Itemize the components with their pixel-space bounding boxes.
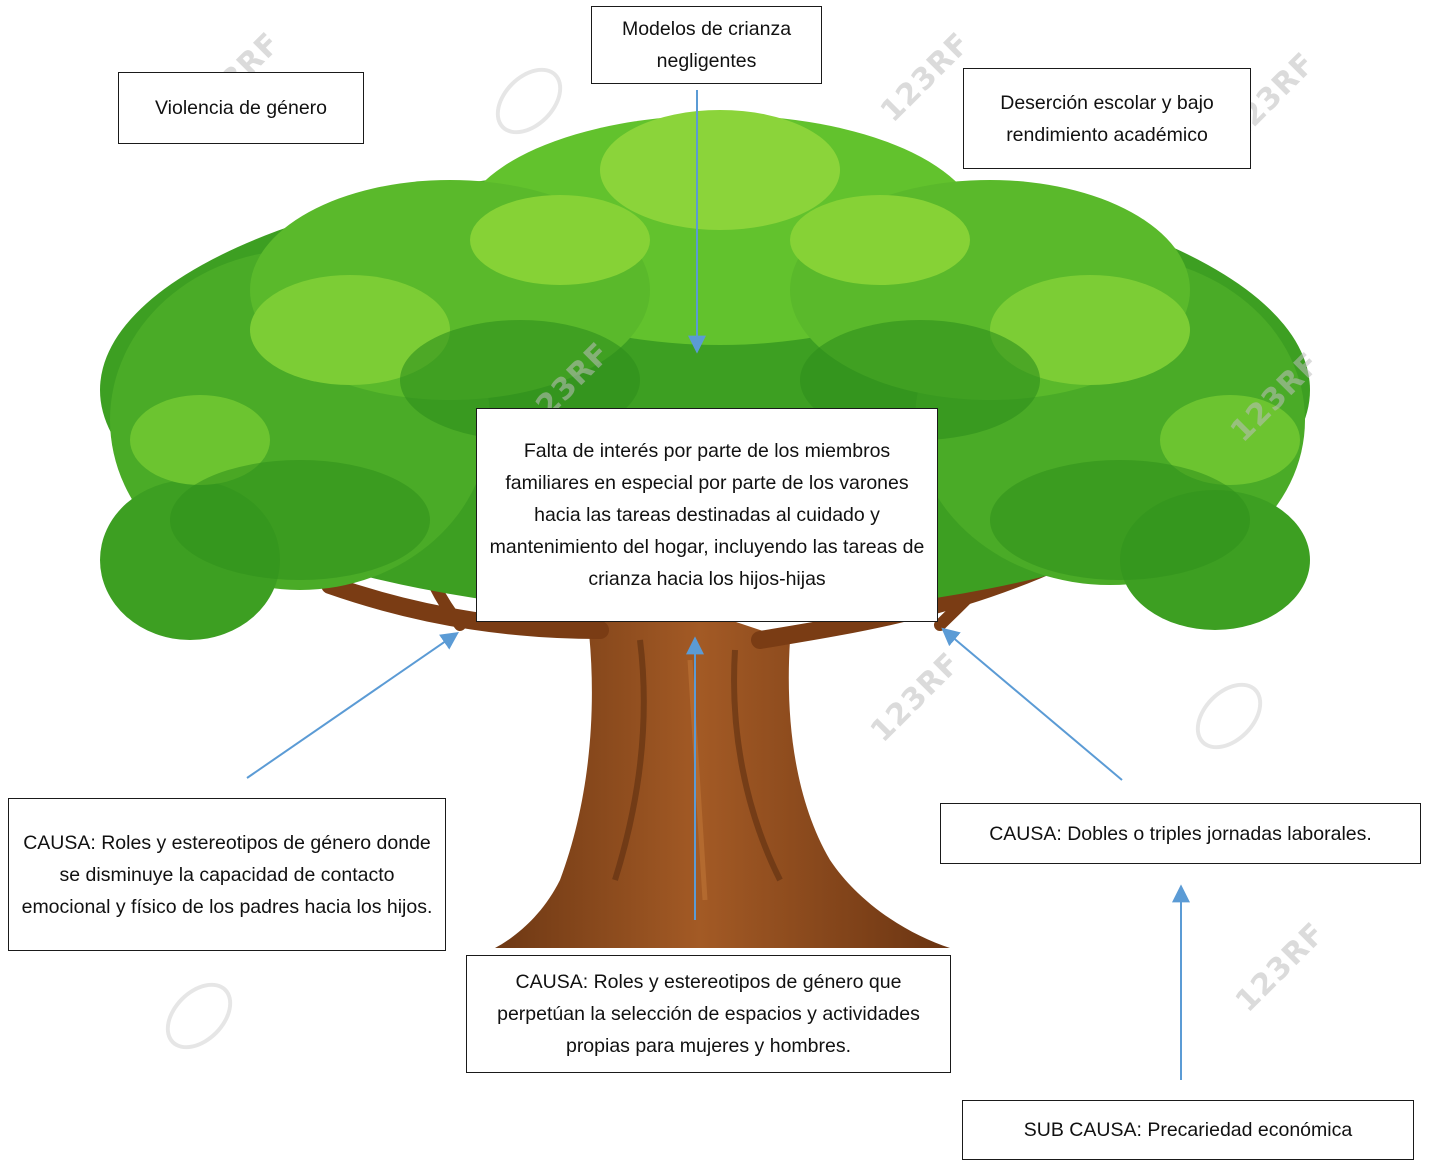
subcause-economic: SUB CAUSA: Precariedad económica [962,1100,1414,1160]
effect-gender-violence: Violencia de género [118,72,364,144]
effect-school-dropout: Deserción escolar y bajo rendimiento aca… [963,68,1251,169]
cause-spaces-activities-text: CAUSA: Roles y estereotipos de género qu… [497,971,920,1057]
subcause-economic-text: SUB CAUSA: Precariedad económica [1023,1119,1353,1141]
cause-emotional-contact: CAUSA: Roles y estereotipos de género do… [8,798,446,951]
effect-school-dropout-text: Deserción escolar y bajo rendimiento aca… [1000,91,1214,146]
effect-negligent-parenting-text: Modelos de crianza negligentes [621,18,792,72]
cause-double-shifts: CAUSA: Dobles o triples jornadas laboral… [940,803,1421,864]
cause-emotional-contact-text: CAUSA: Roles y estereotipos de género do… [21,831,433,918]
tree-foliage [100,110,1310,640]
central-problem-text: Falta de interés por parte de los miembr… [489,440,925,590]
central-problem: Falta de interés por parte de los miembr… [476,408,938,622]
effect-gender-violence-text: Violencia de género [154,97,328,119]
cause-double-shifts-text: CAUSA: Dobles o triples jornadas laboral… [989,822,1372,845]
cause-spaces-activities: CAUSA: Roles y estereotipos de género qu… [466,955,951,1073]
effect-negligent-parenting: Modelos de crianza negligentes [591,6,822,84]
tree-trunk [495,600,950,948]
